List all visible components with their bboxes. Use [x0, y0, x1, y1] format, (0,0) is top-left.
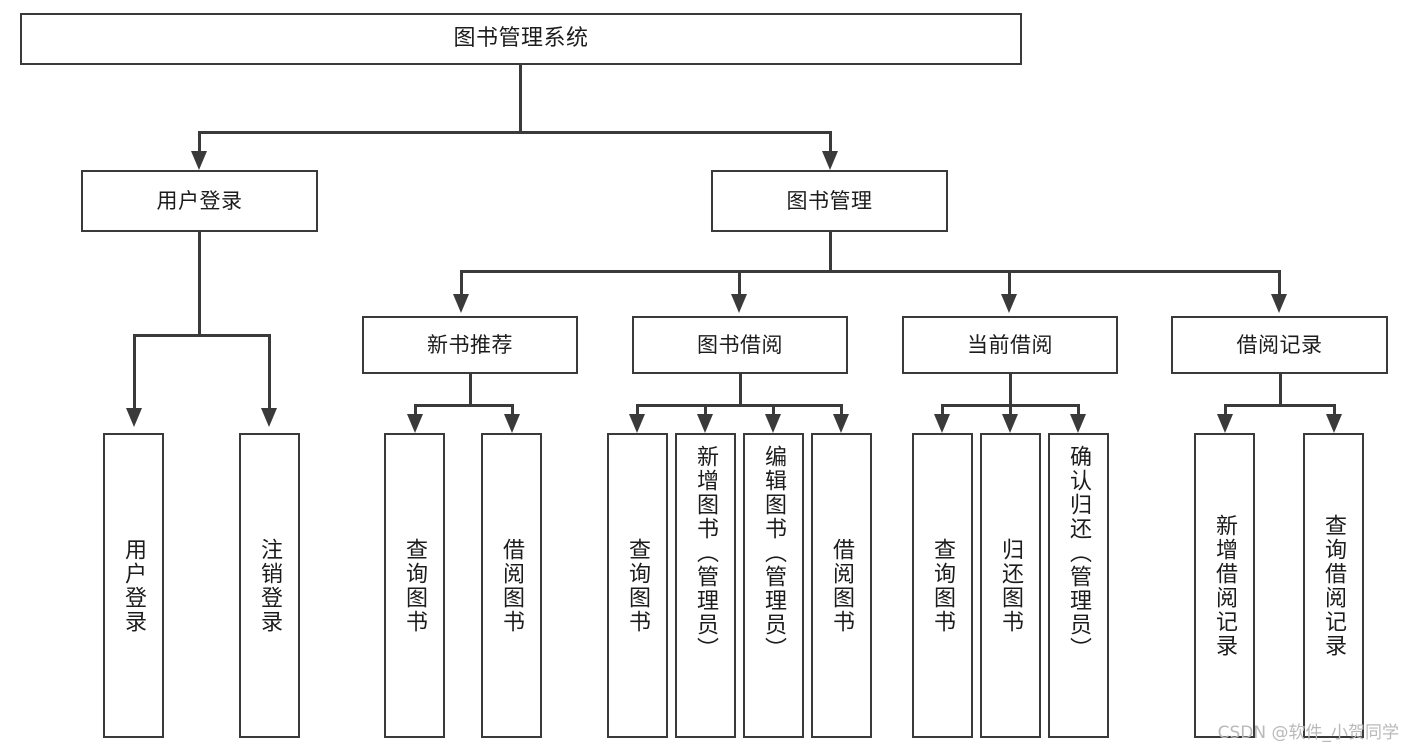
node-label: 确认归还（管理员） [1066, 445, 1092, 661]
edge-to-book-borrow [738, 270, 741, 296]
leaf-borrow-query-book[interactable]: 查询图书 [607, 433, 668, 738]
arrow-borrow-record-leaf-2 [1326, 414, 1342, 433]
arrow-book-borrow-leaf-4 [833, 414, 849, 433]
node-book-borrow[interactable]: 图书借阅 [632, 316, 848, 374]
leaf-current-query-book[interactable]: 查询图书 [912, 433, 973, 738]
arrow-book-borrow-leaf-2 [697, 414, 713, 433]
node-user-login[interactable]: 用户登录 [81, 170, 318, 232]
arrow-to-current-borrow [1001, 294, 1017, 313]
node-label: 用户登录 [156, 188, 243, 213]
arrow-user-login-leaf-1 [126, 408, 142, 427]
edge-book-management-stem [829, 232, 832, 272]
edge-book-borrow-bus [636, 404, 840, 407]
arrow-to-new-book-recommend [453, 294, 469, 313]
edge-new-book-recommend-drop-2 [511, 404, 514, 416]
edge-user-login-drop-2 [268, 334, 271, 410]
edge-borrow-record-stem [1279, 374, 1282, 406]
node-label: 查询借阅记录 [1321, 513, 1347, 658]
edge-book-borrow-drop-1 [636, 404, 639, 416]
arrow-user-login-leaf-2 [261, 408, 277, 427]
node-label: 用户登录 [121, 537, 147, 634]
node-new-book-recommend[interactable]: 新书推荐 [362, 316, 578, 374]
node-book-management-system[interactable]: 图书管理系统 [20, 13, 1022, 65]
node-label: 图书管理 [786, 188, 873, 213]
edge-to-book-management [829, 131, 832, 153]
arrow-book-borrow-leaf-3 [765, 414, 781, 433]
node-label: 查询图书 [625, 537, 651, 634]
edge-book-borrow-drop-3 [772, 404, 775, 416]
leaf-borrow-borrow-book[interactable]: 借阅图书 [811, 433, 872, 738]
edge-new-book-recommend-bus [414, 404, 513, 407]
node-label: 新增图书（管理员） [693, 445, 719, 661]
arrow-new-book-recommend-leaf-2 [504, 414, 520, 433]
edge-root-stem [519, 65, 522, 132]
node-label: 借阅记录 [1236, 332, 1323, 357]
edge-level2-bus [198, 131, 831, 134]
node-label: 当前借阅 [967, 332, 1053, 357]
edge-new-book-recommend-drop-1 [414, 404, 417, 416]
node-current-borrow[interactable]: 当前借阅 [902, 316, 1118, 374]
edge-user-login-bus [133, 334, 270, 337]
edge-to-new-book-recommend [460, 270, 463, 296]
edge-new-book-recommend-stem [469, 374, 472, 406]
leaf-borrow-edit-book-admin[interactable]: 编辑图书（管理员） [743, 433, 804, 738]
node-label: 图书管理系统 [453, 26, 589, 52]
node-book-management[interactable]: 图书管理 [711, 170, 948, 232]
node-borrow-record[interactable]: 借阅记录 [1171, 316, 1388, 374]
node-label: 新书推荐 [427, 332, 513, 357]
node-label: 注销登录 [257, 537, 283, 634]
edge-current-borrow-drop-1 [941, 404, 944, 416]
node-label: 查询图书 [930, 537, 956, 634]
node-label: 编辑图书（管理员） [761, 445, 787, 661]
arrow-to-borrow-record [1271, 294, 1287, 313]
arrow-current-borrow-leaf-2 [1002, 414, 1018, 433]
arrow-borrow-record-leaf-1 [1217, 414, 1233, 433]
node-label: 归还图书 [998, 537, 1024, 634]
edge-book-borrow-drop-4 [840, 404, 843, 416]
arrow-book-borrow-leaf-1 [629, 414, 645, 433]
arrow-current-borrow-leaf-3 [1070, 414, 1086, 433]
edge-borrow-record-drop-2 [1333, 404, 1336, 416]
arrow-new-book-recommend-leaf-1 [407, 414, 423, 433]
arrow-to-book-borrow [731, 294, 747, 313]
leaf-logout[interactable]: 注销登录 [239, 433, 300, 738]
leaf-recommend-borrow-book[interactable]: 借阅图书 [481, 433, 542, 738]
leaf-current-confirm-return-admin[interactable]: 确认归还（管理员） [1048, 433, 1109, 738]
edge-borrow-record-drop-1 [1224, 404, 1227, 416]
leaf-user-login[interactable]: 用户登录 [103, 433, 164, 738]
node-label: 查询图书 [402, 537, 428, 634]
leaf-record-add-borrow-record[interactable]: 新增借阅记录 [1194, 433, 1255, 738]
edge-current-borrow-stem [1009, 374, 1012, 406]
edge-book-borrow-drop-2 [704, 404, 707, 416]
node-label: 借阅图书 [499, 537, 525, 634]
leaf-current-return-book[interactable]: 归还图书 [980, 433, 1041, 738]
edge-level3-bus [460, 270, 1278, 273]
edge-user-login-drop-1 [133, 334, 136, 410]
leaf-record-query-borrow-record[interactable]: 查询借阅记录 [1303, 433, 1364, 738]
arrow-to-user-login [191, 151, 207, 170]
node-label: 新增借阅记录 [1212, 513, 1238, 658]
edge-borrow-record-bus [1224, 404, 1335, 407]
node-label: 借阅图书 [829, 537, 855, 634]
edge-to-user-login [198, 131, 201, 153]
leaf-recommend-query-book[interactable]: 查询图书 [384, 433, 445, 738]
edge-current-borrow-drop-2 [1009, 404, 1012, 416]
edge-current-borrow-drop-3 [1077, 404, 1080, 416]
arrow-to-book-management [822, 151, 838, 170]
leaf-borrow-add-book-admin[interactable]: 新增图书（管理员） [675, 433, 736, 738]
edge-book-borrow-stem [739, 374, 742, 406]
edge-to-borrow-record [1278, 270, 1281, 296]
node-label: 图书借阅 [697, 332, 783, 357]
edge-user-login-stem [198, 232, 201, 336]
edge-to-current-borrow [1008, 270, 1011, 296]
arrow-current-borrow-leaf-1 [934, 414, 950, 433]
csdn-watermark: CSDN @软件_小贺同学 [1217, 723, 1399, 743]
